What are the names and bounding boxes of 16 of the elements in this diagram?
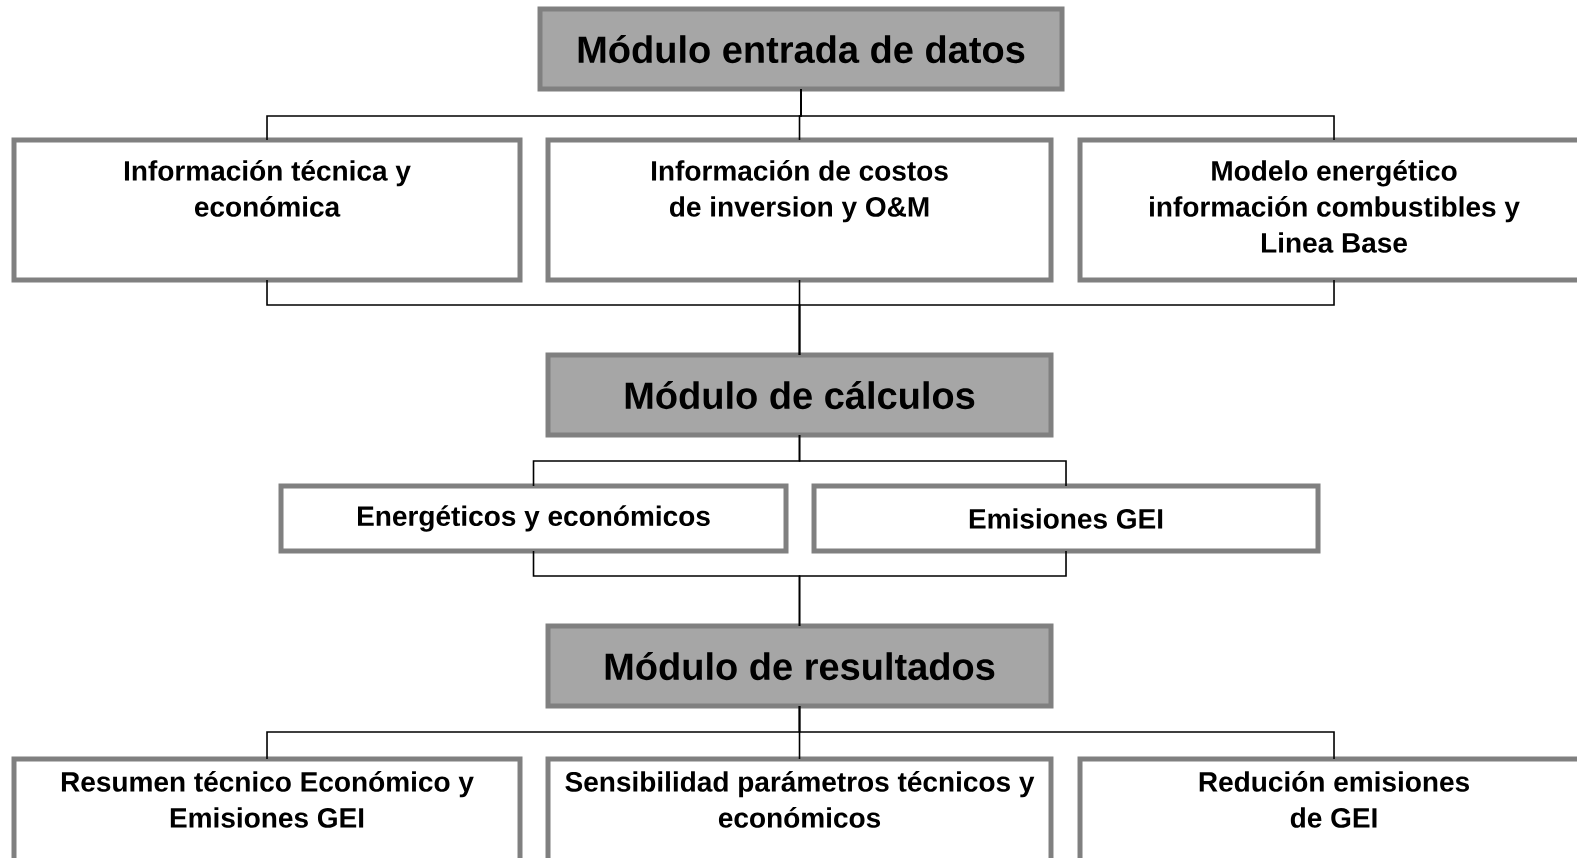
info-box: Información de costos de inversion y O&M: [545, 137, 1054, 283]
connector-line: [798, 550, 1067, 627]
info-box: Modelo energético información combustibles y Linea Base: [1077, 137, 1577, 283]
connector-line: [798, 705, 1335, 760]
module-box: Módulo de cálculos: [545, 352, 1054, 438]
info-box: Información técnica y económica: [11, 137, 523, 283]
connector-line: [798, 279, 1335, 356]
info-box: Resumen técnico Económico y Emisiones GEI: [11, 756, 523, 858]
info-box: Redución emisiones de GEI: [1077, 756, 1577, 858]
connector-line: [800, 88, 1335, 141]
info-box: Energéticos y económicos: [278, 483, 789, 554]
info-box: Sensibilidad parámetros técnicos y económicos: [545, 756, 1054, 858]
connector-line: [798, 434, 1067, 487]
module-box: Módulo de resultados: [545, 623, 1054, 709]
info-box: Emisiones GEI: [811, 483, 1321, 554]
module-box: Módulo entrada de datos: [537, 6, 1065, 92]
